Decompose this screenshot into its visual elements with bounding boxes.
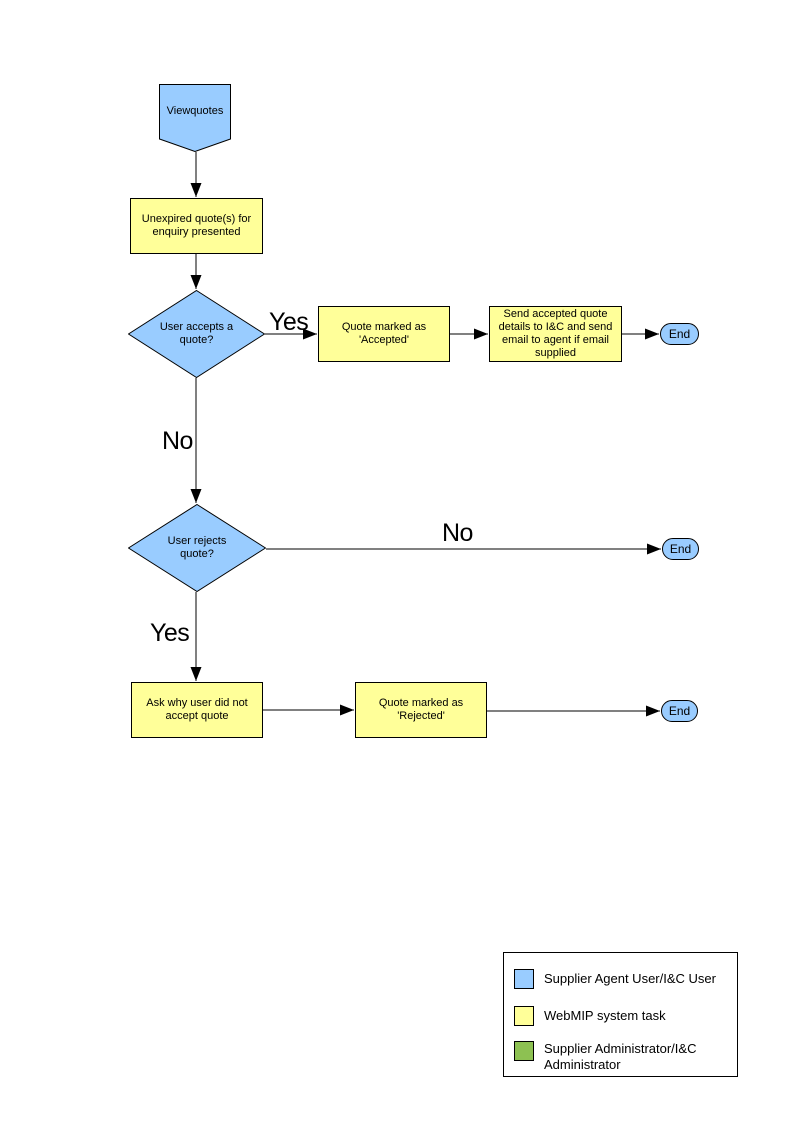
edge-label-reject-yes: Yes <box>150 619 190 647</box>
legend-label: Supplier Agent User/I&C User <box>544 971 716 986</box>
legend-label: WebMIP system task <box>544 1008 666 1023</box>
edge-label-accept-yes: Yes <box>269 308 309 336</box>
end-node-not-rejected-label: End <box>669 542 692 556</box>
end-node-accepted-label: End <box>668 327 691 341</box>
end-node-rejected-label: End <box>668 704 691 718</box>
process-present-quotes-label: Unexpired quote(s) for enquiry presented <box>141 213 252 238</box>
decision-user-accepts: User accepts a quote? <box>128 290 265 378</box>
decision-user-rejects: User rejects quote? <box>128 504 266 592</box>
process-mark-rejected-label: Quote marked as 'Rejected' <box>378 697 464 722</box>
edge-label-reject-no: No <box>442 519 473 547</box>
end-node-rejected: End <box>661 700 698 722</box>
edge-label-accept-no: No <box>162 427 193 455</box>
process-mark-accepted-label: Quote marked as 'Accepted' <box>341 321 427 346</box>
process-ask-why: Ask why user did not accept quote <box>131 682 263 738</box>
decision-user-accepts-label: User accepts a quote? <box>159 321 234 346</box>
pentagon-shape <box>159 84 231 152</box>
process-ask-why-label: Ask why user did not accept quote <box>146 697 248 722</box>
end-node-not-rejected: End <box>662 538 699 560</box>
legend-swatch-green <box>514 1041 534 1061</box>
legend-label: Supplier Administrator/I&C Administrator <box>544 1041 697 1072</box>
process-present-quotes: Unexpired quote(s) for enquiry presented <box>130 198 263 254</box>
diamond-shape <box>128 504 266 592</box>
process-mark-accepted: Quote marked as 'Accepted' <box>318 306 450 362</box>
end-node-accepted: End <box>660 323 699 345</box>
process-mark-rejected: Quote marked as 'Rejected' <box>355 682 487 738</box>
legend-box: Supplier Agent User/I&C User WebMIP syst… <box>503 952 738 1077</box>
process-send-details-label: Send accepted quote details to I&C and s… <box>498 308 613 359</box>
legend-item-supplier-agent-user: Supplier Agent User/I&C User <box>514 969 734 989</box>
diamond-shape <box>128 290 265 378</box>
legend-item-supplier-administrator: Supplier Administrator/I&C Administrator <box>514 1041 734 1073</box>
legend-swatch-blue <box>514 969 534 989</box>
process-send-details: Send accepted quote details to I&C and s… <box>489 306 622 362</box>
start-node-viewquotes: Viewquotes <box>159 84 231 152</box>
start-node-label: Viewquotes <box>166 105 224 117</box>
legend-swatch-yellow <box>514 1006 534 1026</box>
decision-user-rejects-label: User rejects quote? <box>167 535 227 560</box>
legend-item-webmip-system-task: WebMIP system task <box>514 1006 734 1026</box>
